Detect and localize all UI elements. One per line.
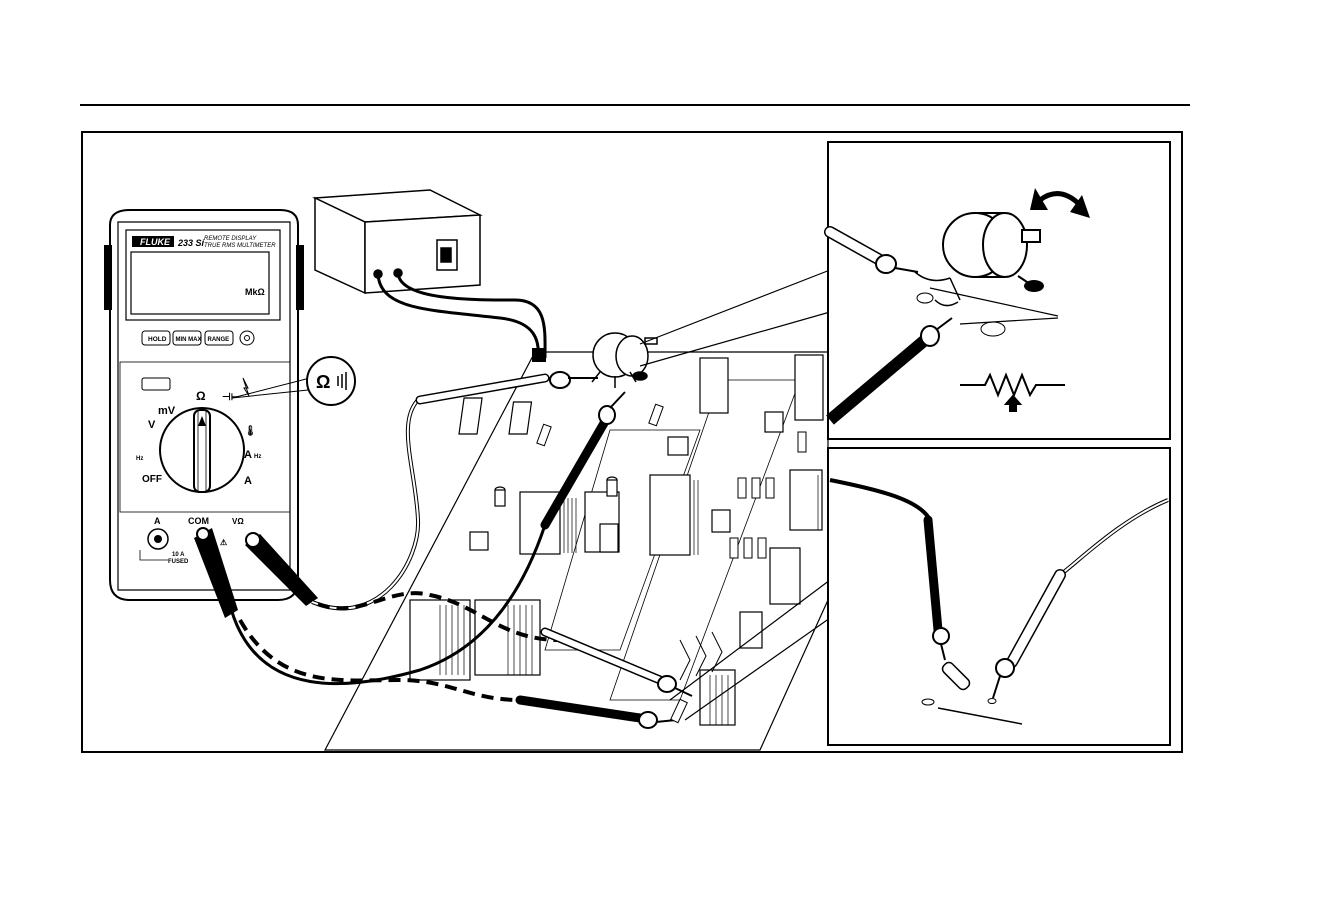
wireless-button[interactable] (142, 378, 170, 390)
subtitle-line2: TRUE RMS MULTIMETER (204, 243, 276, 249)
range-button-label: RANGE (208, 337, 230, 343)
warning-icon: ⚠ (220, 538, 227, 547)
callout-ohm-symbol: Ω (316, 372, 330, 392)
backlight-button[interactable] (240, 331, 254, 345)
dial-aac-label: A (244, 449, 252, 461)
vohm-jack-label: VΩ (232, 517, 244, 526)
dial-hza-label: Hz (254, 454, 261, 460)
hold-button-label: HOLD (148, 336, 167, 343)
rotary-dial[interactable] (160, 408, 244, 492)
inset-resistor (828, 448, 1170, 745)
model-label: 233 Si (177, 238, 205, 248)
fuse-label-2: FUSED (168, 559, 189, 565)
fuse-label-1: 10 A (172, 552, 185, 558)
dial-adc-label: A (244, 475, 252, 487)
com-jack-label: COM (188, 516, 209, 526)
multimeter: FLUKE 233 Si REMOTE DISPLAY TRUE RMS MUL… (104, 210, 318, 618)
dial-off-label: OFF (142, 474, 162, 485)
pcb-board (325, 352, 828, 750)
a-jack-label: A (154, 516, 161, 526)
dial-vdc-label: V (148, 419, 156, 431)
dial-ohm-label: Ω (196, 389, 206, 403)
display-unit: MkΩ (245, 287, 265, 297)
thermometer-icon: 🌡 (244, 424, 257, 437)
min-max-button-label: MIN MAX (176, 337, 202, 343)
inset-potentiometer (828, 142, 1170, 439)
subtitle-line1: REMOTE DISPLAY (204, 236, 257, 242)
dial-hzv-label: Hz (136, 456, 143, 462)
brand-logo: FLUKE (140, 237, 171, 247)
dial-mv-label: mV (158, 405, 176, 417)
